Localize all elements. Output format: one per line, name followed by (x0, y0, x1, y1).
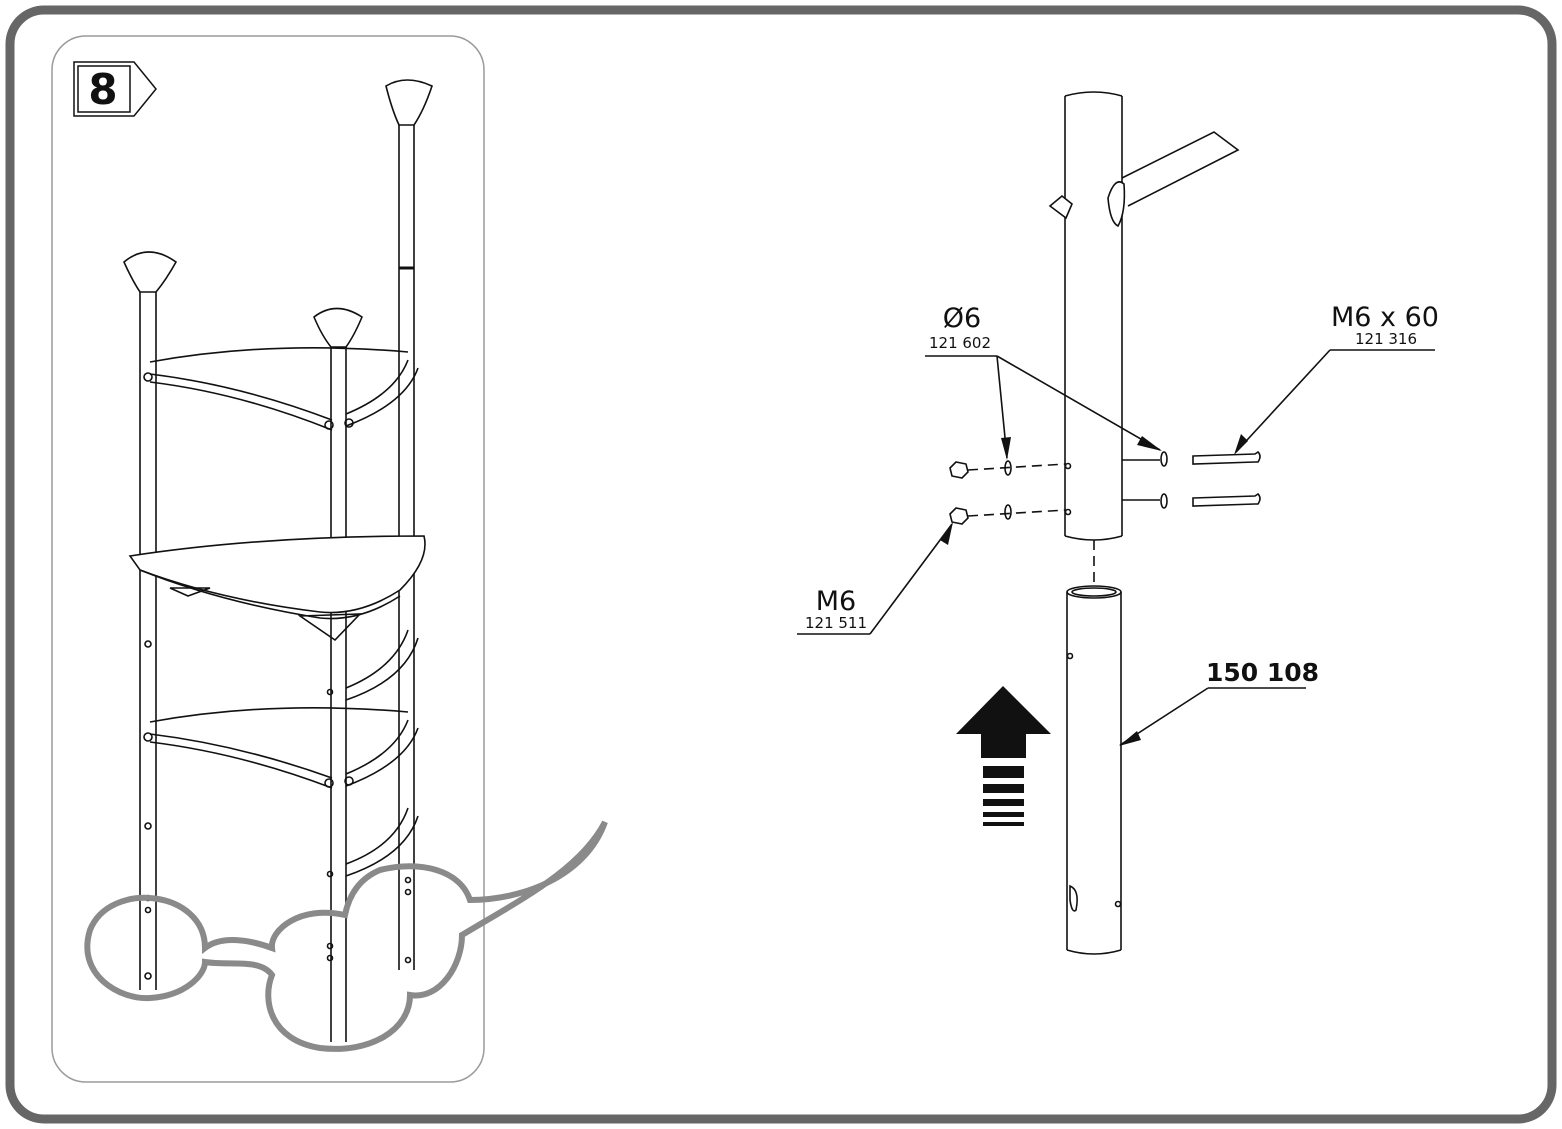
washer-callout-name: Ø6 (942, 303, 982, 334)
leader-arrowheads (940, 434, 1248, 746)
nut-callout-name: M6 (815, 586, 857, 617)
step-number: 8 (88, 65, 118, 114)
step-arrow-icon (73, 61, 157, 117)
tube-callout-code: 150 108 (1206, 658, 1320, 687)
up-arrow-icon (956, 686, 1051, 826)
detail-drawing (797, 91, 1435, 955)
overview-panel (51, 35, 485, 1083)
detail-magnifier-outline (84, 820, 608, 1052)
nut-callout-code: 121 511 (804, 614, 868, 632)
bolt-callout-name: M6 x 60 (1331, 302, 1439, 333)
bolt-callout-code: 121 316 (1354, 330, 1418, 348)
tower-overview-drawing (123, 79, 433, 1042)
outer-frame (5, 5, 1557, 1124)
washer-callout-code: 121 602 (928, 334, 992, 352)
